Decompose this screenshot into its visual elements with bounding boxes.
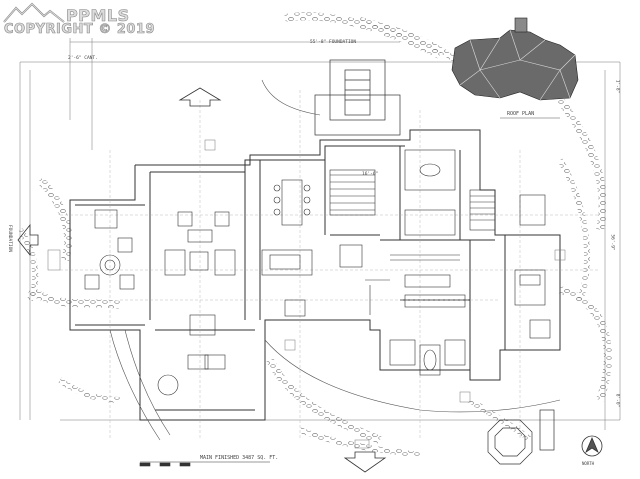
north-arrow-icon	[581, 435, 603, 457]
roof-plan-label: ROOF PLAN	[507, 111, 535, 117]
site-markers	[47, 139, 566, 449]
area-label-bar	[139, 461, 270, 467]
watermark-brand: PPMLS	[66, 6, 130, 26]
dimension-right-b: 56'-9"	[609, 234, 615, 251]
dimension-top: 55'-8" FOUNDATION	[310, 40, 356, 45]
dimension-left-vertical: FOUNDATION	[7, 224, 13, 253]
entry-porch	[314, 59, 401, 136]
dimension-middle: 16'-6"	[362, 172, 379, 177]
roof-plan-thumbnail	[451, 17, 579, 101]
walkways	[109, 79, 561, 441]
arrow-down-icon	[343, 451, 387, 473]
watermark-copyright: COPYRIGHT © 2019	[4, 22, 156, 38]
structural-grid	[60, 90, 600, 440]
dimension-top-foundation: FOUNDATION	[328, 40, 357, 45]
house-walls	[69, 129, 561, 421]
dimension-right-a: 1'-8"	[614, 79, 620, 94]
furniture	[84, 149, 551, 396]
arrow-up-icon	[178, 87, 222, 107]
hot-tub	[487, 409, 555, 465]
dimension-top-value: 55'-8"	[310, 40, 327, 45]
mountain-logo-icon	[3, 2, 65, 23]
main-finished-area-label: MAIN FINISHED 3487 SQ. FT.	[200, 455, 279, 461]
landscape-stones	[17, 12, 612, 458]
stairs	[329, 169, 496, 231]
dimension-left-top: 2'-6" CANT.	[68, 56, 98, 61]
north-label: NORTH	[582, 461, 595, 466]
arrow-left-icon	[17, 223, 39, 257]
dimension-right-c: 8'-0"	[614, 393, 620, 408]
